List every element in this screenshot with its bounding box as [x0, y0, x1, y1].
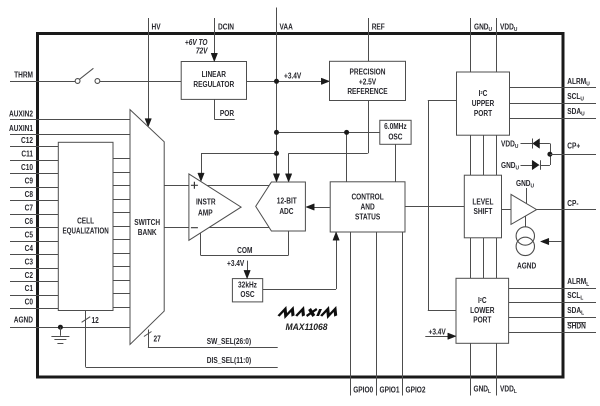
svg-text:LINEAR: LINEAR [202, 70, 227, 80]
svg-text:AMP: AMP [198, 208, 213, 218]
svg-text:AGND: AGND [14, 315, 33, 325]
svg-text:SWITCH: SWITCH [134, 218, 160, 228]
svg-text:I2C: I2C [479, 88, 488, 98]
svg-text:+3.4V: +3.4V [429, 327, 446, 337]
svg-text:LOWER: LOWER [470, 305, 495, 315]
svg-text:THRM: THRM [14, 70, 33, 80]
svg-text:AUXIN1: AUXIN1 [9, 124, 33, 134]
svg-text:REGULATOR: REGULATOR [193, 80, 235, 90]
svg-text:GNDU: GNDU [501, 160, 519, 171]
svg-text:C0: C0 [25, 297, 33, 307]
svg-text:INSTR: INSTR [196, 197, 216, 207]
svg-text:OSC: OSC [388, 132, 402, 142]
svg-text:C6: C6 [25, 216, 33, 226]
svg-text:C8: C8 [25, 189, 33, 199]
svg-text:GNDL: GNDL [474, 384, 492, 395]
svg-text:COM: COM [237, 245, 252, 255]
svg-text:PORT: PORT [473, 315, 492, 325]
svg-text:C10: C10 [21, 162, 33, 172]
svg-text:AUXIN2: AUXIN2 [9, 109, 33, 119]
svg-text:27: 27 [154, 334, 161, 344]
svg-text:VDDL: VDDL [500, 384, 517, 395]
svg-text:UPPER: UPPER [472, 98, 495, 108]
svg-text:AND: AND [361, 202, 375, 212]
svg-text:REF: REF [372, 22, 386, 32]
svg-text:SCLU: SCLU [567, 92, 584, 103]
svg-text:PORT: PORT [474, 108, 493, 118]
svg-text:DIS_SEL(11:0): DIS_SEL(11:0) [207, 355, 252, 365]
svg-text:ALRML: ALRML [567, 277, 590, 288]
svg-text:SHDN: SHDN [567, 321, 586, 331]
svg-text:72V: 72V [196, 46, 209, 56]
svg-text:C11: C11 [21, 149, 33, 159]
svg-text:ALRMU: ALRMU [567, 76, 590, 87]
svg-text:SW_SEL(26:0): SW_SEL(26:0) [207, 336, 252, 346]
svg-text:CP-: CP- [567, 198, 579, 208]
svg-text:I2C: I2C [478, 295, 487, 305]
svg-text:VAA: VAA [280, 22, 293, 32]
svg-text:CONTROL: CONTROL [351, 192, 384, 202]
svg-text:C7: C7 [25, 203, 33, 213]
svg-text:STATUS: STATUS [355, 212, 380, 222]
svg-text:+3.4V: +3.4V [227, 259, 244, 269]
svg-text:12-BIT: 12-BIT [277, 196, 298, 206]
svg-text:PRECISION: PRECISION [350, 67, 386, 77]
svg-text:POR: POR [220, 109, 235, 119]
svg-text:C4: C4 [25, 243, 33, 253]
svg-text:+3.4V: +3.4V [284, 71, 301, 81]
svg-text:SDAL: SDAL [567, 305, 584, 316]
svg-text:C9: C9 [25, 176, 33, 186]
svg-text:SHIFT: SHIFT [473, 207, 492, 217]
svg-text:C2: C2 [25, 270, 33, 280]
svg-text:LEVEL: LEVEL [472, 197, 494, 207]
svg-text:GNDU: GNDU [474, 22, 492, 33]
svg-text:32kHz: 32kHz [238, 280, 257, 290]
svg-text:6.0MHz: 6.0MHz [384, 122, 407, 132]
svg-text:MAX11068: MAX11068 [286, 322, 328, 333]
svg-text:BANK: BANK [138, 228, 158, 238]
svg-text:GPIO2: GPIO2 [406, 385, 426, 395]
svg-text:AGND: AGND [517, 261, 536, 271]
svg-text:DCIN: DCIN [218, 22, 234, 32]
svg-text:ADC: ADC [279, 206, 293, 216]
svg-text:VDDU: VDDU [500, 22, 517, 33]
svg-text:GPIO1: GPIO1 [380, 385, 400, 395]
svg-text:HV: HV [152, 22, 161, 32]
svg-text:C12: C12 [21, 135, 33, 145]
svg-text:CP+: CP+ [567, 141, 580, 151]
svg-text:C1: C1 [25, 284, 33, 294]
svg-text:GNDU: GNDU [516, 178, 534, 189]
svg-text:+2.5V: +2.5V [359, 77, 376, 87]
svg-text:C5: C5 [25, 230, 33, 240]
svg-text:12: 12 [92, 315, 99, 325]
svg-text:+6V TO: +6V TO [185, 37, 208, 47]
svg-text:SDAU: SDAU [567, 107, 584, 118]
svg-text:GPIO0: GPIO0 [353, 385, 373, 395]
svg-text:EQUALIZATION: EQUALIZATION [62, 228, 108, 236]
svg-text:VDDU: VDDU [501, 139, 518, 150]
svg-text:C3: C3 [25, 257, 33, 267]
svg-text:CELL: CELL [77, 216, 95, 226]
svg-text:REFERENCE: REFERENCE [347, 86, 388, 96]
svg-text:OSC: OSC [240, 290, 254, 300]
svg-text:SCLL: SCLL [567, 290, 584, 301]
